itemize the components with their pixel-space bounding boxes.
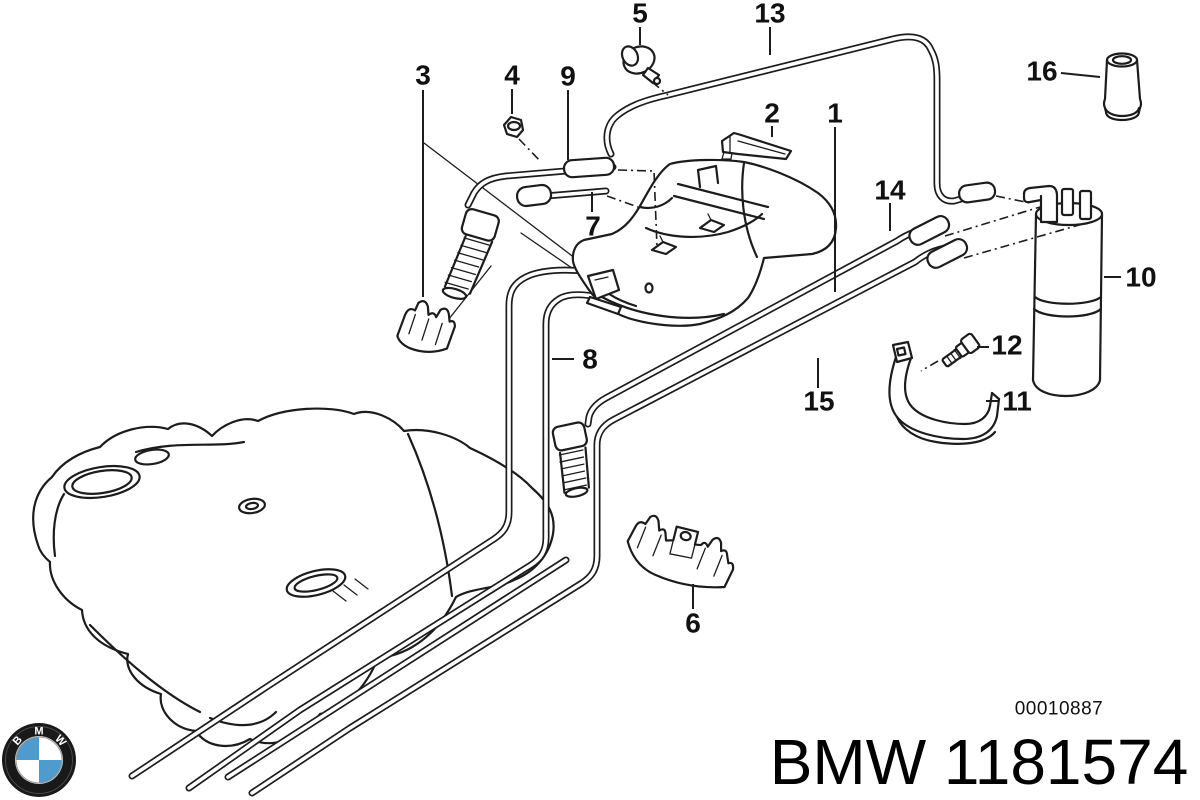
document-number: 00010887: [1015, 699, 1104, 720]
canister-elbow-fitting: [1022, 184, 1059, 224]
bmw-logo: B M W: [2, 723, 76, 797]
hose-coupling-14: [908, 214, 951, 246]
hose-clip: [620, 45, 662, 86]
vent-pipe-13: [607, 37, 997, 204]
tank-access-hole: [285, 568, 347, 598]
tank-mount-tab: [586, 268, 621, 301]
hex-nut: [502, 115, 525, 139]
part-label-15: 15: [803, 386, 834, 417]
part-label-11: 11: [1002, 386, 1032, 417]
canister-stub-2: [1078, 189, 1093, 221]
carbon-canister: [1022, 184, 1104, 398]
part-label-4: 4: [504, 60, 520, 91]
threaded-breather-upper: [441, 208, 500, 300]
part-label-7: 7: [585, 211, 601, 242]
hose-coupling-15: [926, 237, 969, 269]
brand-part-number: BMW 1181574: [770, 726, 1189, 798]
part-label-13: 13: [754, 0, 785, 29]
leader-lines: [422, 27, 1121, 609]
part-label-8: 8: [582, 344, 598, 375]
pipe-clip-large: [626, 514, 735, 589]
tank-filler-ring: [63, 464, 141, 500]
assembly-dash-lines: [518, 81, 1087, 372]
canister-stub-1: [1060, 187, 1075, 217]
part-label-5: 5: [632, 0, 648, 29]
part-label-3: 3: [415, 60, 431, 91]
logo-letter-m: M: [34, 726, 43, 738]
leader-16: [1060, 72, 1101, 78]
part-label-16: 16: [1026, 56, 1057, 87]
fuel-pipes-bundle: [132, 227, 950, 793]
canister-bracket: [888, 340, 1001, 445]
part-label-1: 1: [827, 98, 843, 129]
part-label-10: 10: [1125, 262, 1156, 293]
vent-pipe-7: [515, 183, 606, 208]
part-label-9: 9: [560, 61, 576, 92]
part-label-2: 2: [764, 98, 780, 129]
rubber-sleeve: [1102, 52, 1143, 122]
part-label-12: 12: [991, 330, 1022, 361]
wedge-bracket: [720, 131, 793, 161]
vent-pipe-9: [468, 156, 615, 205]
threaded-breather-lower: [551, 421, 590, 498]
part-label-14: 14: [874, 175, 906, 206]
part-label-6: 6: [685, 608, 701, 639]
fuel-tank-outline: [32, 407, 555, 747]
pipe-clip-small: [396, 300, 456, 353]
bracket-screw: [941, 332, 981, 368]
expansion-tank: [571, 158, 838, 327]
